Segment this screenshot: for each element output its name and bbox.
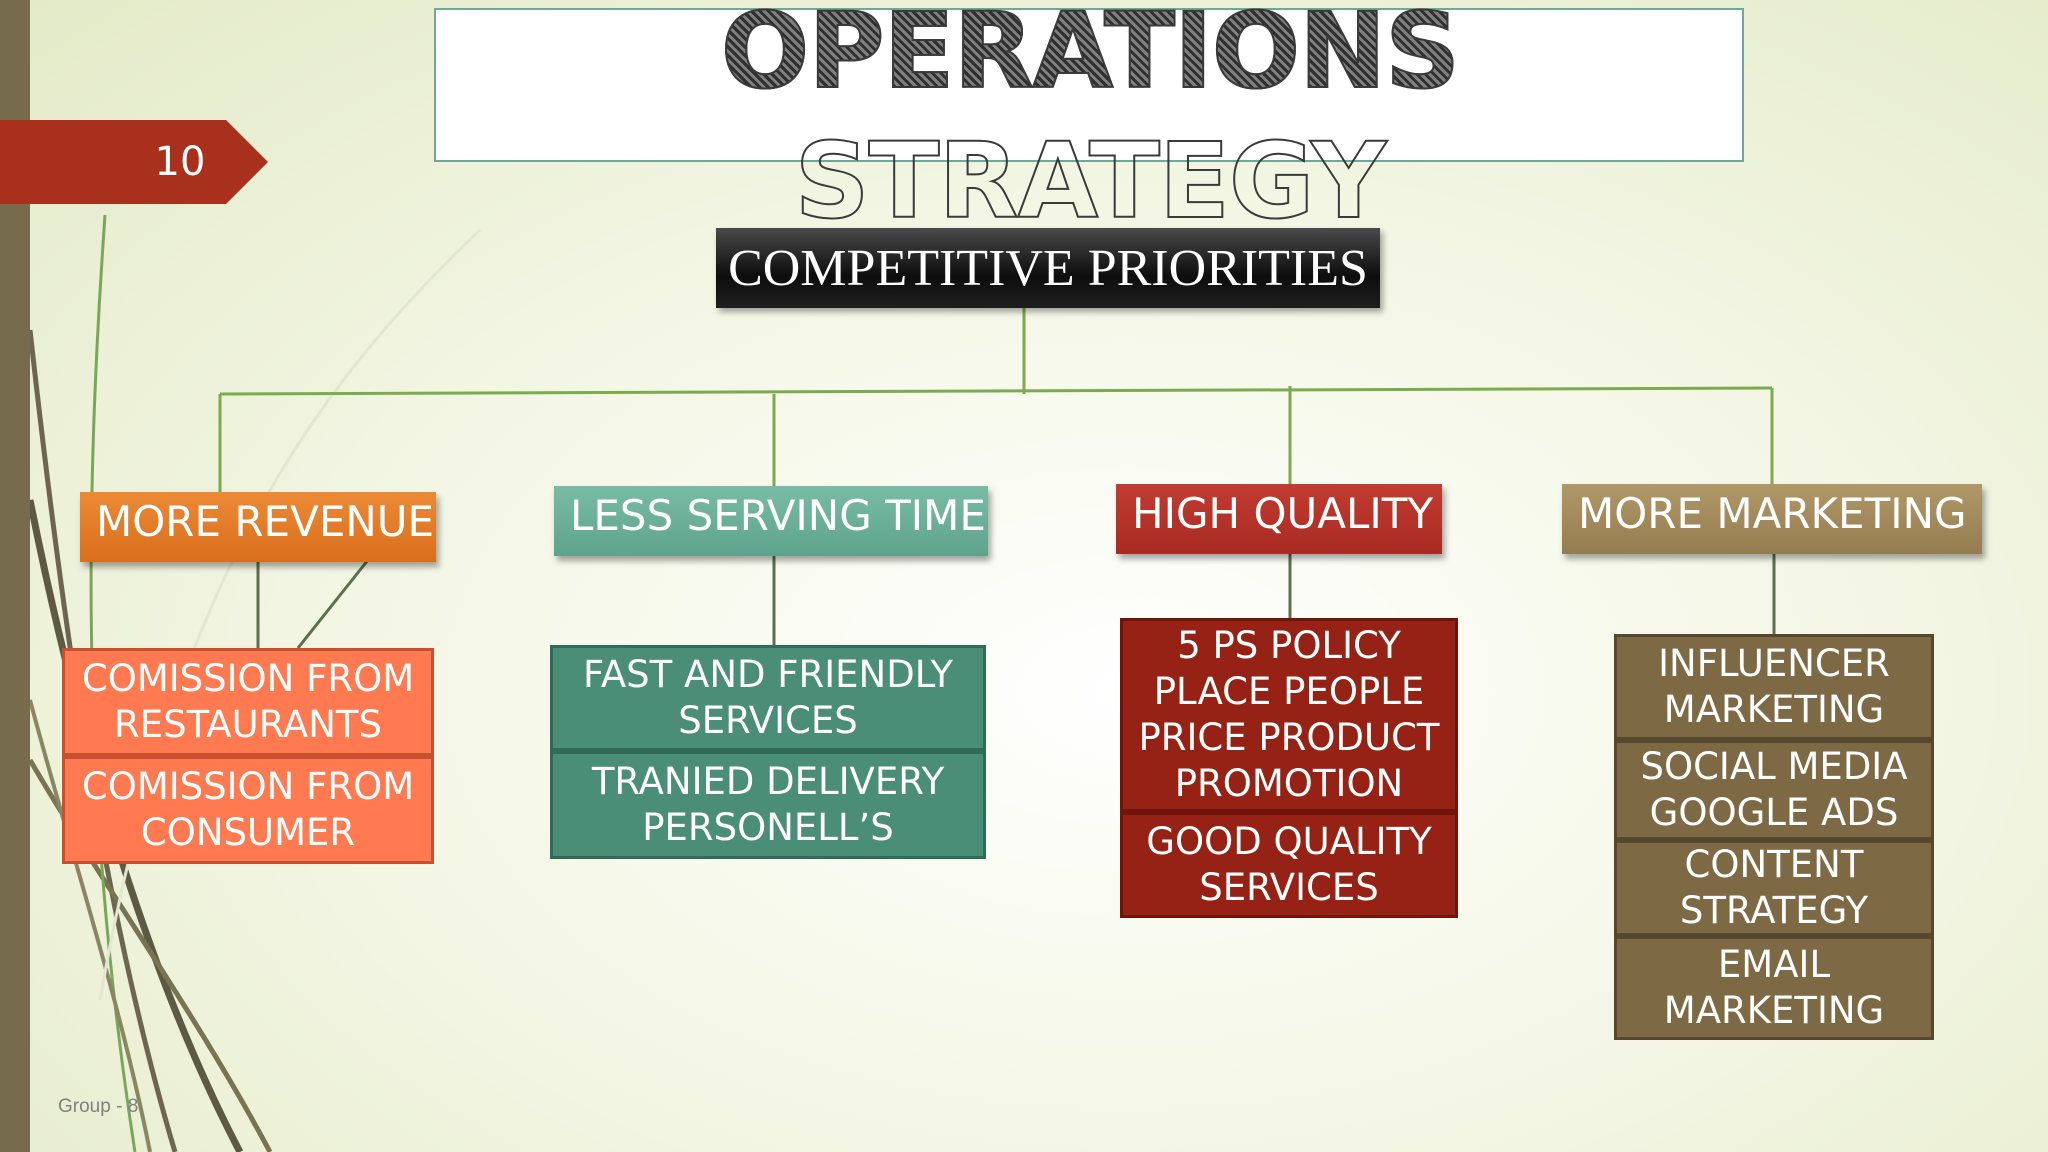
list-item: INFLUENCER MARKETING: [1614, 634, 1934, 740]
category-more-marketing: MORE MARKETING: [1562, 484, 1982, 554]
list-item: COMISSION FROM RESTAURANTS: [62, 648, 434, 756]
list-item: CONTENT STRATEGY: [1614, 840, 1934, 936]
root-node: COMPETITIVE PRIORITIES: [716, 228, 1380, 308]
page-title: OPERATIONS STRATEGY: [430, 0, 1750, 243]
more-revenue-items: COMISSION FROM RESTAURANTS COMISSION FRO…: [62, 648, 434, 864]
category-less-serving-time: LESS SERVING TIME: [554, 486, 988, 556]
less-serving-time-items: FAST AND FRIENDLY SERVICES TRANIED DELIV…: [550, 645, 986, 859]
more-marketing-items: INFLUENCER MARKETING SOCIAL MEDIA GOOGLE…: [1614, 634, 1934, 1040]
slide-number-tab: [0, 120, 268, 204]
slide-number: 10: [154, 139, 206, 185]
title-box: [434, 8, 1744, 162]
list-item: SOCIAL MEDIA GOOGLE ADS: [1614, 740, 1934, 840]
category-high-quality: HIGH QUALITY: [1116, 484, 1442, 554]
high-quality-items: 5 PS POLICY PLACE PEOPLE PRICE PRODUCT P…: [1120, 618, 1458, 918]
category-more-revenue: MORE REVENUE: [80, 492, 436, 562]
list-item: 5 PS POLICY PLACE PEOPLE PRICE PRODUCT P…: [1120, 618, 1458, 812]
list-item: FAST AND FRIENDLY SERVICES: [550, 645, 986, 751]
list-item: EMAIL MARKETING: [1614, 936, 1934, 1040]
list-item: TRANIED DELIVERY PERSONELL’S: [550, 751, 986, 859]
list-item: COMISSION FROM CONSUMER: [62, 756, 434, 864]
footer-text: Group - 8: [58, 1096, 139, 1117]
list-item: GOOD QUALITY SERVICES: [1120, 812, 1458, 918]
